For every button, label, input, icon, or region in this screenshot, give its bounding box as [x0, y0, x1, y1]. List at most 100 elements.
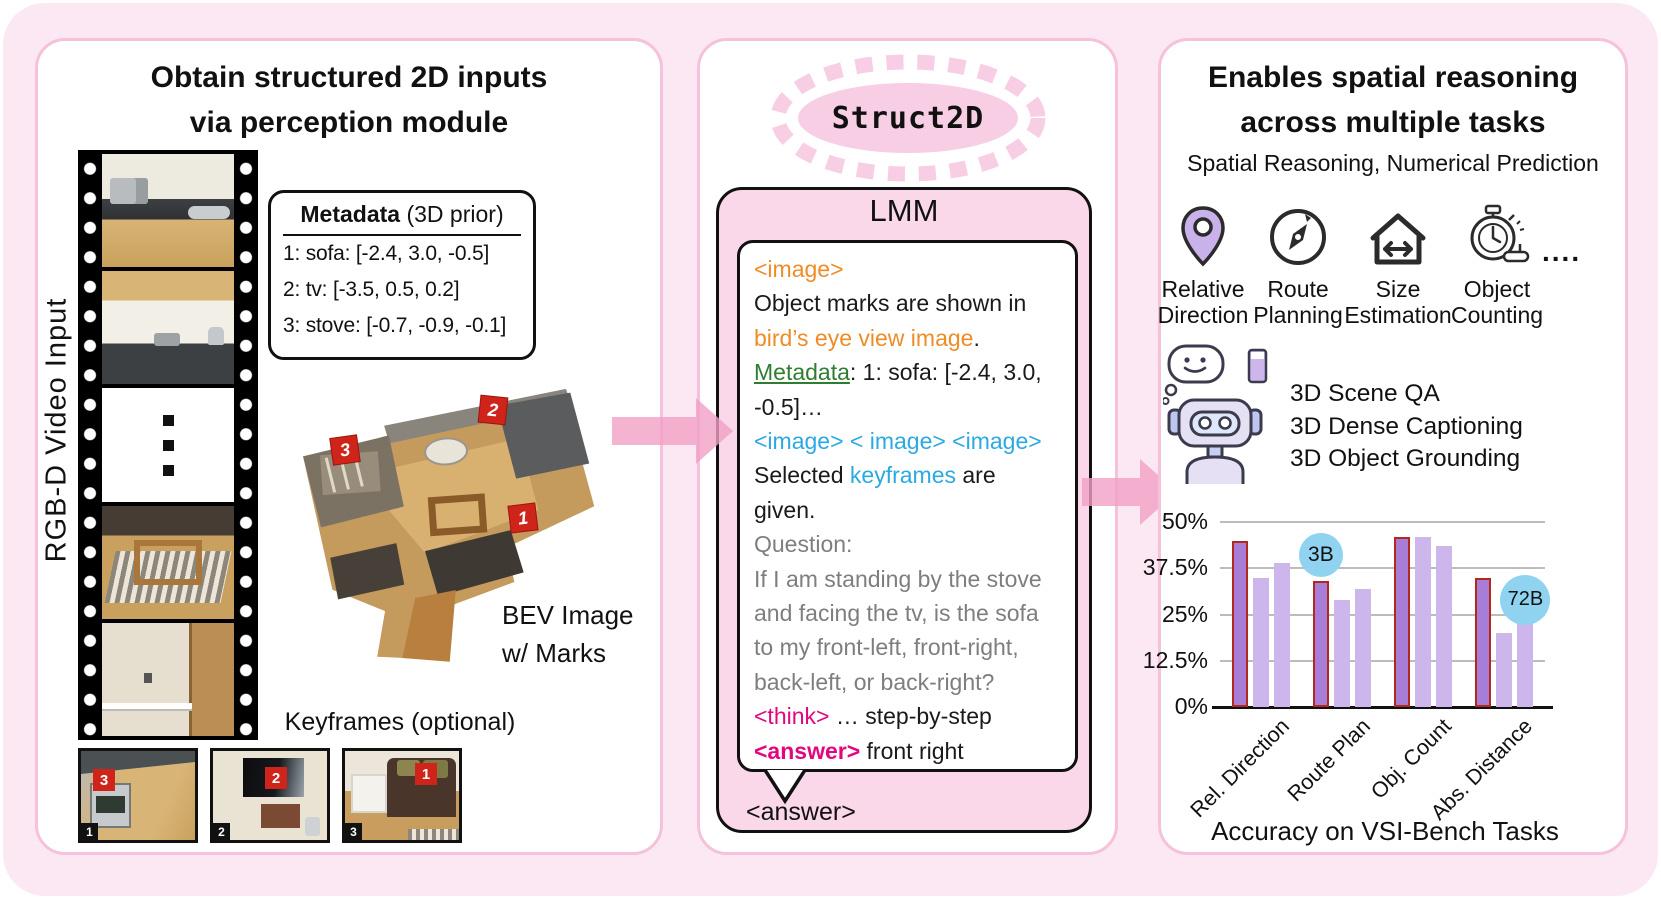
prompt-segment: and facing the tv, is the sofa [754, 600, 1039, 627]
video-frame-livingroom [102, 505, 234, 619]
metadata-title-bold: Metadata [300, 201, 401, 227]
bev-label-line1: BEV Image [502, 600, 634, 630]
prompt-segment: -0.5]… [754, 393, 824, 420]
prompt-segment: Selected [754, 462, 850, 489]
prompt-segment: to my front-left, front-right, [754, 634, 1019, 661]
stopwatch-icon [1470, 204, 1530, 263]
prompt-segment: front right [860, 737, 964, 764]
lmm-prompt-bubble: <image> Object marks are shown in bird’s e… [737, 240, 1078, 772]
prompt-segment: Object marks are shown in [754, 290, 1027, 317]
rug-shape [407, 829, 459, 840]
prompt-segment: keyframes [849, 462, 956, 489]
robot-icon [1161, 344, 1273, 491]
video-frame-ellipsis [102, 388, 234, 502]
robot-task-item: 3D Object Grounding [1290, 445, 1521, 472]
location-pin-icon [1181, 206, 1225, 267]
panel3-title-line2: across multiple tasks [1240, 106, 1546, 139]
prompt-line: <image> < image> <image> [754, 424, 1071, 458]
bin-shape [305, 816, 321, 837]
rgbd-filmstrip [78, 150, 258, 740]
struct2d-badge: Struct2D [760, 48, 1056, 188]
metadata-title-rest: (3D prior) [400, 201, 504, 227]
prompt-line: Selected keyframes are [754, 458, 1071, 492]
radiator-shape [350, 774, 388, 814]
robot-task-item: 3D Scene QA [1290, 380, 1440, 407]
panel3-title-line1: Enables spatial reasoning [1207, 61, 1579, 94]
prompt-line: <answer> front right [754, 734, 1071, 768]
panel3-subtitle: Spatial Reasoning, Numerical Prediction [1187, 150, 1599, 176]
lmm-title: LMM [869, 193, 939, 228]
prompt-segment: <image> < image> <image> [754, 428, 1042, 455]
keyframe-index-badge: 1 [81, 823, 98, 840]
arrow-right-icon [612, 417, 696, 445]
prompt-line: and facing the tv, is the sofa [754, 596, 1071, 630]
prompt-segment: <think> [754, 703, 830, 730]
microwave-shape [110, 178, 148, 204]
prompt-line: Object marks are shown in [754, 286, 1071, 320]
keyframe-thumbnail-2: 2 2 [210, 748, 330, 843]
prompt-line: <think> … step-by-step [754, 699, 1071, 733]
more-tasks-dots: .... [1542, 236, 1582, 267]
bev-label-line2: w/ Marks [502, 638, 606, 668]
keyframe-thumbnail-1: 3 1 [78, 748, 198, 843]
video-frame-kitchen-microwave [102, 154, 234, 268]
video-frame-kitchen-kettle [102, 271, 234, 385]
video-frame-hallway [102, 622, 234, 737]
arrow-right-icon [1082, 478, 1140, 506]
arrow-right-icon [696, 398, 733, 464]
prompt-line: If I am standing by the stove [754, 562, 1071, 596]
object-mark-badge: 1 [415, 763, 437, 785]
prompt-line: Question: [754, 527, 1071, 561]
cushion-shape [397, 759, 421, 776]
prompt-segment: back-left, or back-right? [754, 668, 995, 695]
object-mark-badge: 2 [265, 767, 287, 789]
metadata-entry: 1: sofa: [-2.4, 3.0, -0.5] [283, 242, 490, 265]
keyframe-index-badge: 3 [345, 823, 362, 840]
chart-caption: Accuracy on VSI-Bench Tasks [1211, 816, 1559, 846]
house-size-icon [1370, 213, 1426, 265]
prompt-line: <image> [754, 252, 1071, 286]
metadata-entry: 2: tv: [-3.5, 0.5, 0.2] [283, 278, 460, 301]
prompt-line: Metadata: 1: sofa: [-2.4, 3.0, [754, 355, 1071, 389]
prompt-segment: given. [754, 496, 816, 523]
robot-task-item: 3D Dense Captioning [1290, 413, 1523, 440]
rgbd-video-input-label: RGB-D Video Input [40, 297, 73, 563]
toaster-shape [154, 333, 180, 347]
object-mark-badge: 3 [93, 769, 115, 791]
metadata-title: Metadata (3D prior) [283, 201, 521, 236]
prompt-segment: bird’s eye view image [754, 324, 974, 351]
skirting-shape [102, 702, 192, 709]
filmstrip-sprockets-right [234, 150, 258, 740]
prompt-segment: : 1: sofa: [-2.4, 3.0, [849, 359, 1042, 386]
answer-token-label: <answer> [746, 798, 856, 826]
metadata-box: Metadata (3D prior) 1: sofa: [-2.4, 3.0,… [268, 190, 536, 360]
filmstrip-sprockets-left [78, 150, 102, 740]
prompt-segment: . [973, 324, 980, 351]
sideboard-shape [260, 804, 300, 828]
prompt-line: to my front-left, front-right, [754, 630, 1071, 664]
compass-icon [1270, 209, 1326, 265]
prompt-line: given. [754, 493, 1071, 527]
door-shape [188, 622, 234, 737]
prompt-segment: … step-by-step [829, 703, 992, 730]
panel1-title-line1: Obtain structured 2D inputs [150, 61, 548, 94]
prompt-segment: Metadata [754, 359, 850, 386]
prompt-line: back-left, or back-right? [754, 665, 1071, 699]
bev-scan-image [303, 388, 595, 662]
speech-bubble-tail [763, 770, 807, 805]
struct2d-label: Struct2D [831, 100, 985, 136]
prompt-segment: Question: [754, 531, 853, 558]
bev-mark-badge: 3 [330, 435, 360, 465]
struct2d-dashed-ellipse [770, 54, 1046, 182]
kettle-shape [208, 327, 224, 346]
bev-mark-badge: 2 [478, 395, 508, 425]
prompt-line: bird’s eye view image. [754, 321, 1071, 355]
bev-mark-badge: 1 [508, 503, 538, 533]
